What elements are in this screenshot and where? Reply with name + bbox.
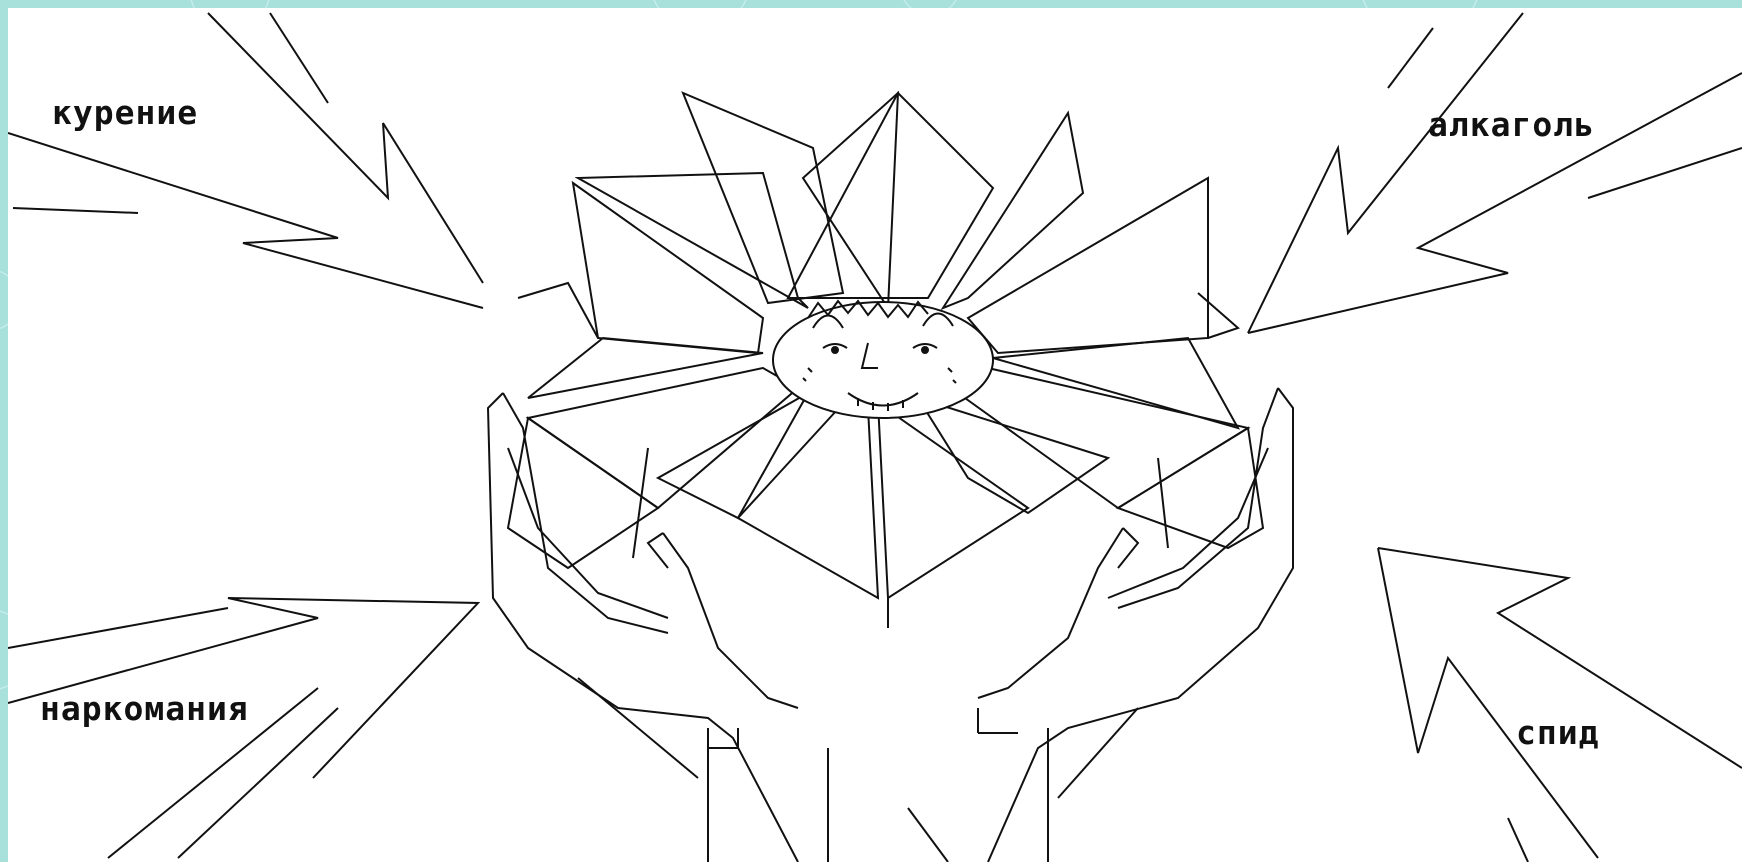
- drawing-canvas: курение алкаголь наркомания спид: [8, 8, 1742, 862]
- hands-icon: [488, 388, 1293, 862]
- label-smoking: курение: [52, 96, 198, 129]
- flower-face: [773, 301, 993, 418]
- label-drugs: наркомания: [40, 692, 249, 725]
- label-alcohol: алкаголь: [1428, 108, 1595, 141]
- label-aids: спид: [1516, 716, 1599, 749]
